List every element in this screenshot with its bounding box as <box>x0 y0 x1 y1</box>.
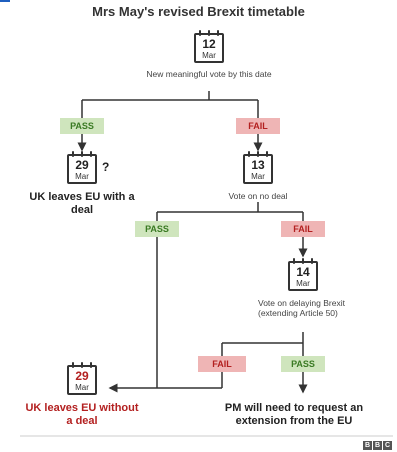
calendar-icon: 13 Mar <box>243 151 273 184</box>
calendar-day: 29 <box>75 158 89 172</box>
calendar-day: 12 <box>202 37 216 51</box>
fail-box-3: FAIL <box>198 356 246 372</box>
pass-box-1: PASS <box>60 118 104 134</box>
fail-box-1: FAIL <box>236 118 280 134</box>
calendar-icon: 14 Mar <box>288 258 318 291</box>
corner-accent <box>0 0 10 2</box>
question-mark: ? <box>102 160 110 174</box>
calendar-day: 14 <box>296 265 310 279</box>
step2-caption: Vote on no deal <box>228 191 288 201</box>
logo-letter: B <box>373 441 382 450</box>
pass-box-3: PASS <box>281 356 325 372</box>
calendar-icon: 29 Mar <box>67 362 97 395</box>
calendar-month: Mar <box>75 172 89 181</box>
step1-caption: New meaningful vote by this date <box>146 69 272 79</box>
calendar-month: Mar <box>251 172 265 181</box>
bbc-logo: B B C <box>363 441 392 450</box>
calendar-icon: 29 Mar <box>67 151 97 184</box>
logo-letter: B <box>363 441 372 450</box>
calendar-month: Mar <box>202 51 216 60</box>
calendar-month: Mar <box>296 279 310 288</box>
step3-caption: Vote on delaying Brexit (extending Artic… <box>258 298 345 318</box>
no-deal-outcome: UK leaves EU without a deal <box>25 402 139 427</box>
logo-letter: C <box>383 441 392 450</box>
calendar-day: 13 <box>251 158 265 172</box>
calendar-month: Mar <box>75 383 89 392</box>
calendar-icon: 12 Mar <box>194 30 224 63</box>
deal-outcome: UK leaves EU with a deal <box>29 191 135 216</box>
extension-outcome: PM will need to request an extension fro… <box>224 402 364 427</box>
pass-box-2: PASS <box>135 221 179 237</box>
diagram-title: Mrs May's revised Brexit timetable <box>92 4 305 19</box>
calendar-day: 29 <box>75 369 89 383</box>
fail-box-2: FAIL <box>281 221 325 237</box>
